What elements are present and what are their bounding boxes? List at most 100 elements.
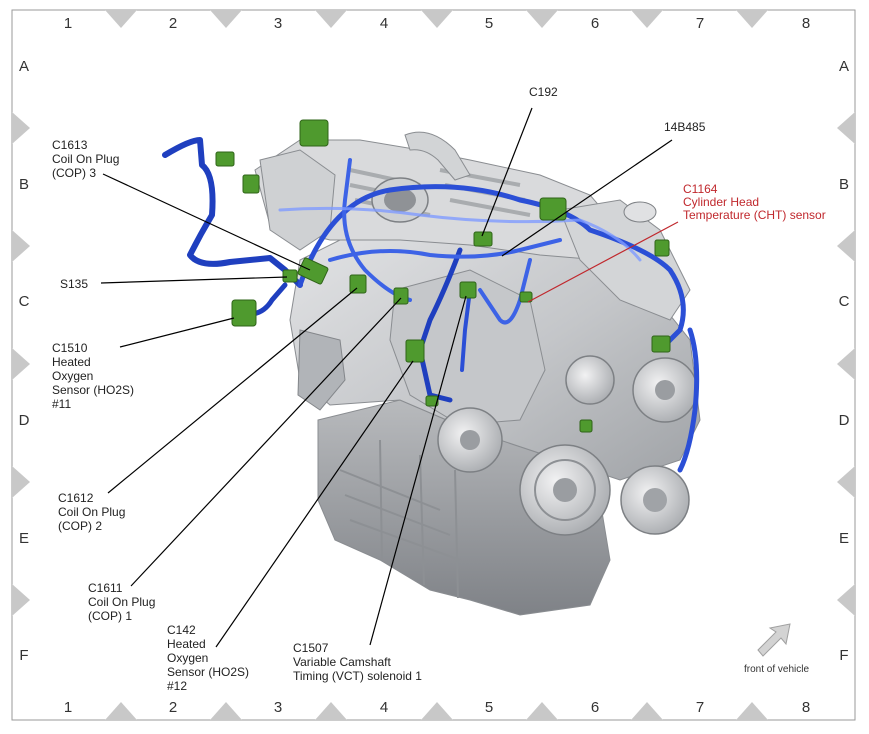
callout-c192: C192 (529, 85, 558, 99)
callout-c1611-line-0: C1611 (88, 581, 123, 595)
connector-c142 (405, 339, 425, 363)
border-marker-top-5 (526, 10, 558, 28)
callout-c1510-line-4: #11 (52, 397, 71, 411)
border-marker-left-1 (12, 112, 30, 144)
callout-c192-line-0: C192 (529, 85, 558, 99)
leader-14b485 (501, 139, 673, 257)
callout-14b485-line-0: 14B485 (664, 120, 706, 134)
border-marker-top-6 (631, 10, 663, 28)
leader-c1612 (107, 287, 358, 494)
air-intake-tube (404, 131, 471, 181)
callout-c142-line-0: C142 (167, 623, 196, 637)
leader-lines (100, 107, 679, 648)
border-marker-right-4 (837, 466, 855, 498)
border-marker-top-7 (736, 10, 768, 28)
grid-col-bottom-3: 3 (274, 699, 282, 716)
callout-14b485: 14B485 (664, 120, 706, 134)
callout-c1507-line-2: Timing (VCT) solenoid 1 (293, 669, 422, 683)
grid-row-right-c: C (839, 293, 850, 310)
grid-column-labels-top: 1 2 3 4 5 6 7 8 (64, 15, 810, 32)
border-marker-bottom-3 (315, 702, 347, 720)
leader-c1507 (369, 295, 467, 646)
leader-c1164 (527, 221, 679, 303)
crankshaft-pulley-hub (553, 478, 577, 502)
grid-col-bottom-7: 7 (696, 699, 704, 716)
connector-upper-left (215, 151, 235, 167)
border-marker-right-3 (837, 348, 855, 380)
callout-c142-line-3: Sensor (HO2S) (167, 665, 249, 679)
connector-right-mid (654, 239, 670, 257)
engine-illustration (254, 131, 701, 616)
water-pump-pulley (565, 355, 615, 405)
callout-c142-line-2: Oxygen (167, 651, 208, 665)
callout-c1507-line-1: Variable Camshaft (293, 655, 391, 669)
grid-col-top-5: 5 (485, 15, 493, 32)
border-marker-left-3 (12, 348, 30, 380)
grid-col-top-7: 7 (696, 15, 704, 32)
connector-c1611 (393, 287, 409, 305)
callout-c1164: C1164 Cylinder Head Temperature (CHT) se… (683, 182, 826, 222)
border-marker-top-1 (105, 10, 137, 28)
grid-row-right-b: B (839, 176, 849, 193)
ac-compressor-hub (643, 488, 667, 512)
connector-c1510 (231, 299, 257, 327)
callout-c1613-line-2: (COP) 3 (52, 166, 96, 180)
callout-c1611: C1611 Coil On Plug (COP) 1 (88, 581, 155, 623)
callout-c142-line-1: Heated (167, 637, 206, 651)
callout-c1510-line-0: C1510 (52, 341, 88, 355)
grid-col-top-4: 4 (380, 15, 388, 32)
callout-s135-line-0: S135 (60, 277, 88, 291)
border-marker-bottom-2 (210, 702, 242, 720)
border-marker-left-2 (12, 230, 30, 262)
grid-col-top-8: 8 (802, 15, 810, 32)
grid-col-top-3: 3 (274, 15, 282, 32)
grid-row-left-b: B (19, 176, 29, 193)
grid-col-bottom-6: 6 (591, 699, 599, 716)
callout-c1611-line-1: Coil On Plug (88, 595, 155, 609)
grid-row-left-f: F (19, 647, 28, 664)
callout-c1510-line-1: Heated (52, 355, 91, 369)
border-marker-left-4 (12, 466, 30, 498)
callout-c1507-line-0: C1507 (293, 641, 329, 655)
grid-row-right-a: A (839, 58, 849, 75)
border-marker-right-1 (837, 112, 855, 144)
harness-right-drop (677, 327, 700, 473)
grid-col-bottom-2: 2 (169, 699, 177, 716)
front-of-vehicle-indicator: front of vehicle (744, 623, 809, 675)
leader-c1510 (119, 317, 235, 348)
connector-lower-center (579, 419, 593, 433)
idler-pulley-upper-hub (460, 430, 480, 450)
grid-row-right-e: E (839, 530, 849, 547)
callout-c1164-line-1: Cylinder Head (683, 195, 759, 209)
connector-s135 (282, 269, 298, 283)
border-marker-bottom-5 (526, 702, 558, 720)
connector-top-cluster (299, 119, 329, 147)
border-marker-right-5 (837, 584, 855, 616)
connector-front-small (425, 395, 439, 407)
connector-14b485 (539, 197, 567, 221)
leader-c1611 (130, 297, 402, 587)
callout-c1510-line-3: Sensor (HO2S) (52, 383, 134, 397)
leader-c192 (481, 107, 533, 237)
grid-border-markers (12, 10, 855, 720)
connector-b-left (242, 174, 260, 194)
callout-c1613-line-0: C1613 (52, 138, 88, 152)
throttle-bore (384, 188, 416, 212)
grid-col-top-2: 2 (169, 15, 177, 32)
callout-c1611-line-2: (COP) 1 (88, 609, 132, 623)
grid-col-bottom-1: 1 (64, 699, 72, 716)
callout-c1612-line-1: Coil On Plug (58, 505, 125, 519)
grid-col-bottom-8: 8 (802, 699, 810, 716)
oil-filler-cap (623, 201, 657, 223)
callout-c1507: C1507 Variable Camshaft Timing (VCT) sol… (293, 641, 422, 683)
grid-col-bottom-5: 5 (485, 699, 493, 716)
oil-pan-ribs (339, 439, 461, 599)
border-marker-top-2 (210, 10, 242, 28)
grid-col-top-1: 1 (64, 15, 72, 32)
callout-c1164-line-0: C1164 (683, 182, 718, 196)
callout-c1612: C1612 Coil On Plug (COP) 2 (58, 491, 125, 533)
grid-col-bottom-4: 4 (380, 699, 388, 716)
harness-cross-run (328, 238, 562, 262)
border-marker-bottom-6 (631, 702, 663, 720)
